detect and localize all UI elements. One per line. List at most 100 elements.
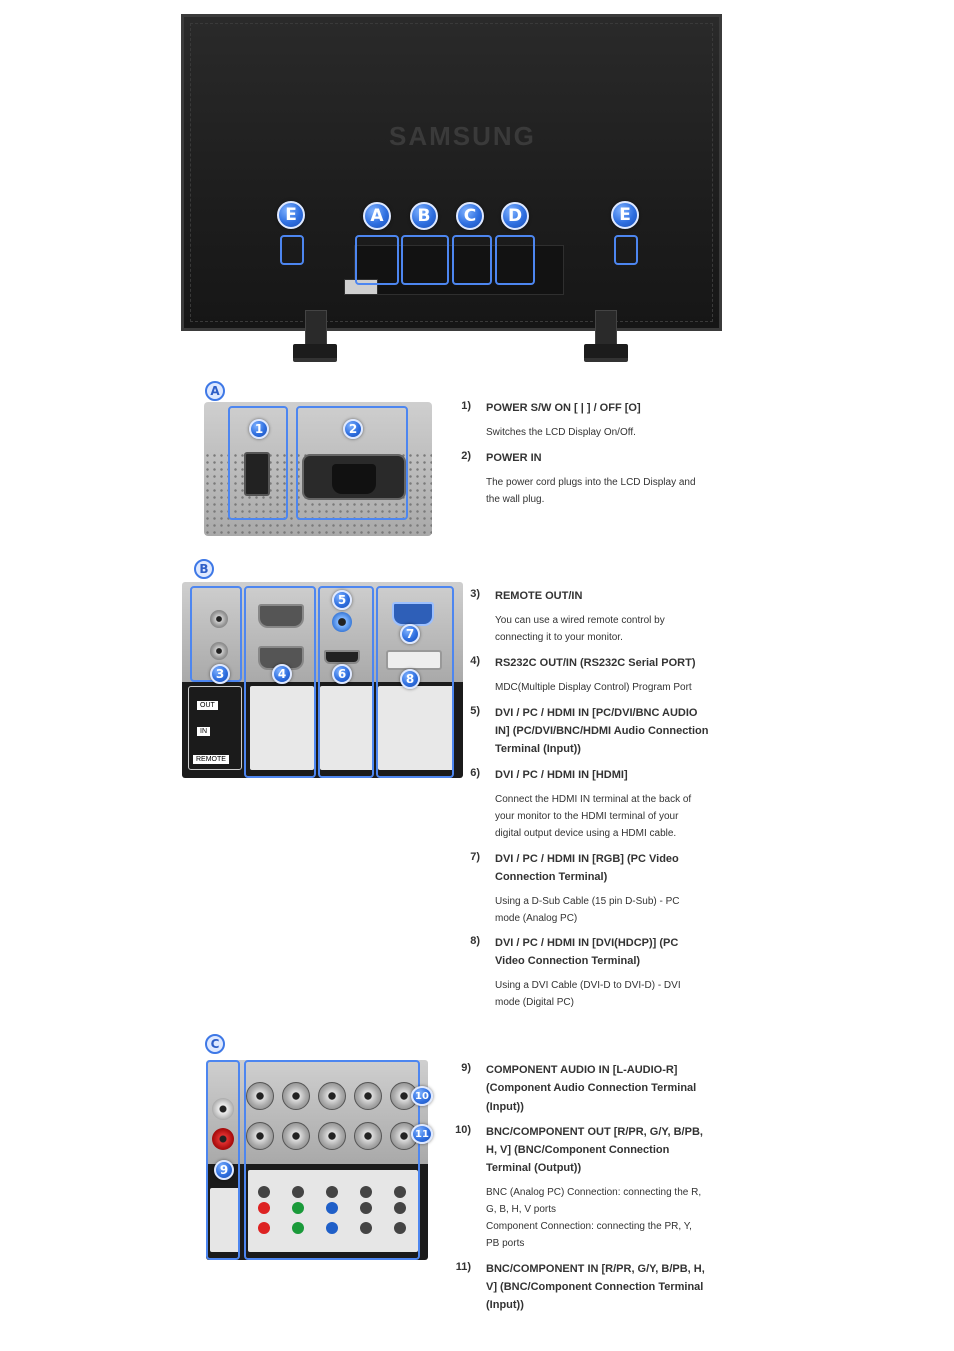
brand-logo: SAMSUNG xyxy=(389,121,536,151)
bnc-in-2 xyxy=(282,1122,310,1150)
item-desc: BNC (Analog PC) Connection: connecting t… xyxy=(486,1187,702,1198)
item-index: 9) xyxy=(461,1062,471,1074)
bnc-label-panel xyxy=(248,1170,418,1252)
item-title: POWER S/W ON [ | ] / OFF [O] xyxy=(486,402,641,414)
item-index: 3) xyxy=(470,588,480,600)
callout-7: 7 xyxy=(400,624,420,644)
remote-label: REMOTE xyxy=(193,755,229,764)
item-desc: your monitor to the HDMI terminal of you… xyxy=(495,811,679,822)
item-index: 5) xyxy=(470,705,480,717)
callout-e-right: E xyxy=(611,201,639,229)
item-title: H, V] (BNC/Component Connection xyxy=(486,1144,670,1156)
frame-1 xyxy=(228,406,288,520)
item-title: IN] (PC/DVI/BNC/HDMI Audio Connection xyxy=(495,725,709,737)
frame-d xyxy=(495,235,535,285)
hdmi-port xyxy=(324,650,360,664)
callout-a: A xyxy=(363,202,391,230)
item-index: 6) xyxy=(470,767,480,779)
section-a-image: 1 2 xyxy=(204,402,432,536)
bnc-out-3 xyxy=(318,1082,346,1110)
item-title: DVI / PC / HDMI IN [DVI(HDCP)] (PC xyxy=(495,937,679,949)
item-desc: connecting it to your monitor. xyxy=(495,632,623,643)
power-socket xyxy=(302,454,406,500)
item-desc: You can use a wired remote control by xyxy=(495,615,665,626)
callout-d: D xyxy=(501,202,529,230)
item-desc: Component Connection: connecting the PR,… xyxy=(486,1221,692,1232)
item-title: Connection Terminal) xyxy=(495,871,608,883)
section-a-marker: A xyxy=(205,381,225,401)
audio-hdmi-panel xyxy=(320,686,374,770)
callout-b: B xyxy=(410,202,438,230)
pc-audio-in-jack xyxy=(332,612,352,632)
callout-10: 10 xyxy=(411,1086,433,1106)
rs232c-out-port xyxy=(258,604,304,628)
power-switch xyxy=(244,452,270,496)
frame-a xyxy=(355,235,399,285)
item-desc: Connect the HDMI IN terminal at the back… xyxy=(495,794,692,805)
stand-foot-right xyxy=(584,344,628,362)
monitor-panel: SAMSUNG E A B C D E xyxy=(181,14,722,331)
callout-11: 11 xyxy=(411,1124,433,1144)
item-desc: Using a D-Sub Cable (15 pin D-Sub) - PC xyxy=(495,896,680,907)
item-desc: Switches the LCD Display On/Off. xyxy=(486,427,636,438)
item-desc: PB ports xyxy=(486,1238,525,1249)
item-desc: mode (Analog PC) xyxy=(495,913,578,924)
remote-panel: OUT IN REMOTE xyxy=(188,686,242,770)
audio-label-panel xyxy=(210,1188,240,1252)
item-title: BNC/COMPONENT OUT [R/PR, G/Y, B/PB, xyxy=(486,1126,703,1138)
item-desc: The power cord plugs into the LCD Displa… xyxy=(486,477,696,488)
callout-4: 4 xyxy=(272,664,292,684)
frame-e-right xyxy=(614,235,638,265)
rgb-dvi-panel xyxy=(378,686,454,770)
stand-foot-left xyxy=(293,344,337,362)
frame-2 xyxy=(296,406,408,520)
item-title: (Input)) xyxy=(486,1101,524,1113)
item-index: 8) xyxy=(470,935,480,947)
frame-e-left xyxy=(280,235,304,265)
item-title: DVI / PC / HDMI IN [HDMI] xyxy=(495,769,628,781)
item-title: POWER IN xyxy=(486,452,542,464)
bnc-out-1 xyxy=(246,1082,274,1110)
callout-3: 3 xyxy=(210,664,230,684)
stand-post-left xyxy=(305,310,327,348)
callout-6: 6 xyxy=(332,664,352,684)
callout-e-left: E xyxy=(277,201,305,229)
item-title: Terminal (Input)) xyxy=(495,743,581,755)
component-audio-r-jack xyxy=(212,1128,234,1150)
callout-2: 2 xyxy=(343,419,363,439)
frame-7-8 xyxy=(376,586,454,778)
item-index: 10) xyxy=(455,1124,471,1136)
callout-9: 9 xyxy=(214,1160,234,1180)
callout-5: 5 xyxy=(332,590,352,610)
callout-c: C xyxy=(456,202,484,230)
item-index: 2) xyxy=(461,450,471,462)
rear-port-strip xyxy=(354,245,564,295)
frame-5-6 xyxy=(318,586,374,778)
item-desc: mode (Digital PC) xyxy=(495,997,574,1008)
frame-10-11 xyxy=(244,1060,420,1260)
item-title: Terminal (Output)) xyxy=(486,1162,582,1174)
item-title: V] (BNC/Component Connection Terminal xyxy=(486,1281,704,1293)
section-b-marker: B xyxy=(194,559,214,579)
section-b-image: OUT IN REMOTE 3 4 5 6 7 8 xyxy=(182,582,463,778)
bnc-out-4 xyxy=(354,1082,382,1110)
item-index: 11) xyxy=(455,1261,471,1273)
rgb-port xyxy=(392,602,434,626)
item-desc: Using a DVI Cable (DVI-D to DVI-D) - DVI xyxy=(495,980,681,991)
frame-4 xyxy=(244,586,316,778)
monitor-back-image: SAMSUNG E A B C D E xyxy=(181,14,722,364)
item-title: DVI / PC / HDMI IN [PC/DVI/BNC AUDIO xyxy=(495,707,698,719)
frame-9 xyxy=(206,1060,240,1260)
frame-c xyxy=(452,235,492,285)
bnc-in-4 xyxy=(354,1122,382,1150)
item-desc: MDC(Multiple Display Control) Program Po… xyxy=(495,682,692,693)
item-title: COMPONENT AUDIO IN [L-AUDIO-R] xyxy=(486,1064,678,1076)
item-title: DVI / PC / HDMI IN [RGB] (PC Video xyxy=(495,853,679,865)
remote-jack-top xyxy=(210,610,228,628)
item-index: 4) xyxy=(470,655,480,667)
section-c-marker: C xyxy=(205,1034,225,1054)
bnc-in-3 xyxy=(318,1122,346,1150)
bnc-out-2 xyxy=(282,1082,310,1110)
remote-jack-bottom xyxy=(210,642,228,660)
stand-post-right xyxy=(595,310,617,348)
